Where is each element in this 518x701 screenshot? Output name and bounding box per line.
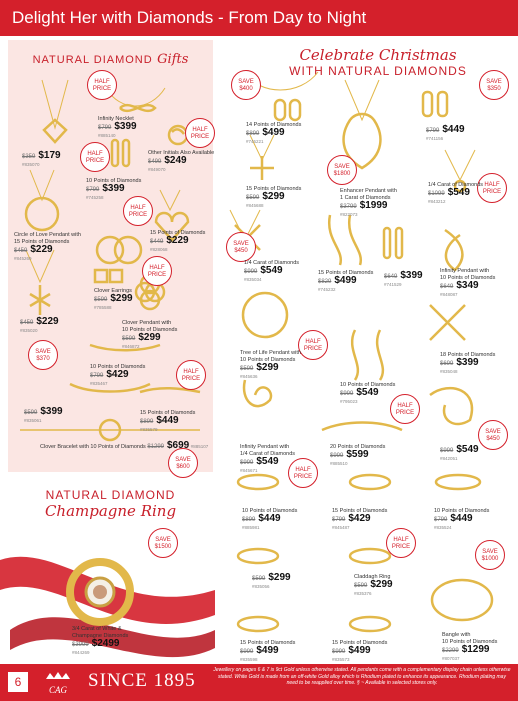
half-price-badge: HALF PRICE [80,142,110,172]
natural-gifts-panel [8,40,213,472]
save-badge: SAVE $1000 [475,540,505,570]
natural-gifts-title: NATURAL DIAMOND Gifts [32,52,189,67]
save-badge: SAVE $450 [478,420,508,450]
product-listing[interactable]: Circle of Love Pendant with 15 Points of… [14,232,81,261]
product-listing[interactable]: 10 Points of Diamonds$799$449#835524 [434,508,490,530]
christmas-title: Celebrate Christmas WITH NATURAL DIAMOND… [289,46,467,78]
product-listing[interactable]: Infinity Pendant with 10 Points of Diamo… [440,268,496,297]
product-listing[interactable]: Clover Bracelet with 10 Points of Diamon… [40,440,209,451]
save-badge: SAVE $350 [479,70,509,100]
champagne-title: NATURAL DIAMOND Champagne Ring [44,488,177,520]
crown-logo-icon: CAG [46,672,70,695]
product-listing[interactable]: 15 Points of Diamonds$799$429#845487 [332,508,388,530]
product-listing[interactable]: Infinity Necklet$799$399#885140 [98,116,137,138]
product-listing[interactable]: 10 Points of Diamonds$999$549#795023 [340,382,396,404]
product-listing[interactable]: Clover Earrings$599$299#785588 [94,288,133,310]
product-listing[interactable]: $799$449#741156 [426,124,465,142]
save-badge: SAVE $370 [28,340,58,370]
product-listing[interactable]: 1/4 Carat of Diamonds$1099$549#843212 [428,182,484,204]
header-title: Delight Her with Diamonds - From Day to … [12,8,367,27]
half-price-badge: HALF PRICE [176,360,206,390]
save-badge: SAVE $450 [226,232,256,262]
since-1895-mark: SINCE 1895 [88,670,196,691]
product-listing[interactable]: Clover Pendant with 10 Points of Diamond… [122,320,178,349]
save-badge: SAVE $400 [231,70,261,100]
product-listing[interactable]: 1/4 Carat of Diamonds$999$549#835034 [244,260,300,282]
product-listing[interactable]: 15 Points of Diamonds$449$229#828068 [150,230,206,252]
half-price-badge: HALF PRICE [87,70,117,100]
product-listing[interactable]: 15 Points of Diamonds$999$499#835598 [240,640,296,662]
product-listing[interactable]: Enhancer Pendant with 1 Carat of Diamond… [340,188,397,217]
product-listing[interactable]: 14 Points of Diamonds$899$499#745221 [246,122,302,144]
product-listing[interactable]: $459$229#835020 [20,316,59,334]
product-listing[interactable]: Infinity Pendant with 1/4 Carat of Diamo… [240,444,296,473]
product-listing[interactable]: 10 Points of Diamonds$899$449#885981 [242,508,298,530]
svg-text:CAG: CAG [49,685,68,695]
page-number: 6 [8,672,28,692]
half-price-badge: HALF PRICE [185,118,215,148]
product-listing[interactable]: Bangle with 10 Points of Diamonds$2299$1… [442,632,498,661]
save-badge: SAVE $1500 [148,528,178,558]
product-listing[interactable]: $649$399#741529 [384,270,423,288]
product-listing[interactable]: 15 Points of Diamonds$599$299#845688 [246,186,302,208]
half-price-badge: HALF PRICE [477,173,507,203]
save-badge: SAVE $600 [168,448,198,478]
product-listing[interactable]: 15 Points of Diamonds$999$499#835573 [332,640,388,662]
product-listing[interactable]: 18 Points of Diamonds$699$399#835048 [440,352,496,374]
product-listing[interactable]: Claddagh Ring$599$299#835376 [354,574,393,596]
product-listing[interactable]: 15 Points of Diamonds$899$449#835579 [140,410,196,432]
product-listing[interactable]: 10 Points of Diamonds$799$429#835467 [90,364,146,386]
product-listing[interactable]: $999$549#842051 [440,444,479,462]
product-listing[interactable]: Tree of Life Pendant with 10 Points of D… [240,350,301,379]
half-price-badge: HALF PRICE [386,528,416,558]
page-footer: 6 CAG SINCE 1895 Jewellery on pages 6 & … [0,664,518,701]
save-badge: SAVE $1800 [327,155,357,185]
product-listing[interactable]: $599$299#835056 [252,572,291,590]
half-price-badge: HALF PRICE [298,330,328,360]
red-ribbon-art [0,556,215,658]
product-listing[interactable]: 3/4 Carat of White & Champagne Diamonds$… [72,626,129,655]
half-price-badge: HALF PRICE [288,458,318,488]
product-listing[interactable]: $359$179#835070 [22,150,61,168]
product-listing[interactable]: Other Initials Also Available$499$249#84… [148,150,215,172]
product-listing[interactable]: 20 Points of Diamonds$999$599#885510 [330,444,386,466]
jewellery-images [20,71,494,633]
half-price-badge: HALF PRICE [123,196,153,226]
product-listing[interactable]: 10 Points of Diamonds$799$399#745258 [86,178,142,200]
half-price-badge: HALF PRICE [142,256,172,286]
product-listing[interactable]: 15 Points of Diamonds$829$499#745232 [318,270,374,292]
page-header: Delight Her with Diamonds - From Day to … [0,0,518,36]
product-listing[interactable]: $599$399#835061 [24,406,63,424]
disclaimer-text: Jewellery on pages 6 & 7 is 9ct Gold unl… [213,667,511,686]
half-price-badge: HALF PRICE [390,394,420,424]
